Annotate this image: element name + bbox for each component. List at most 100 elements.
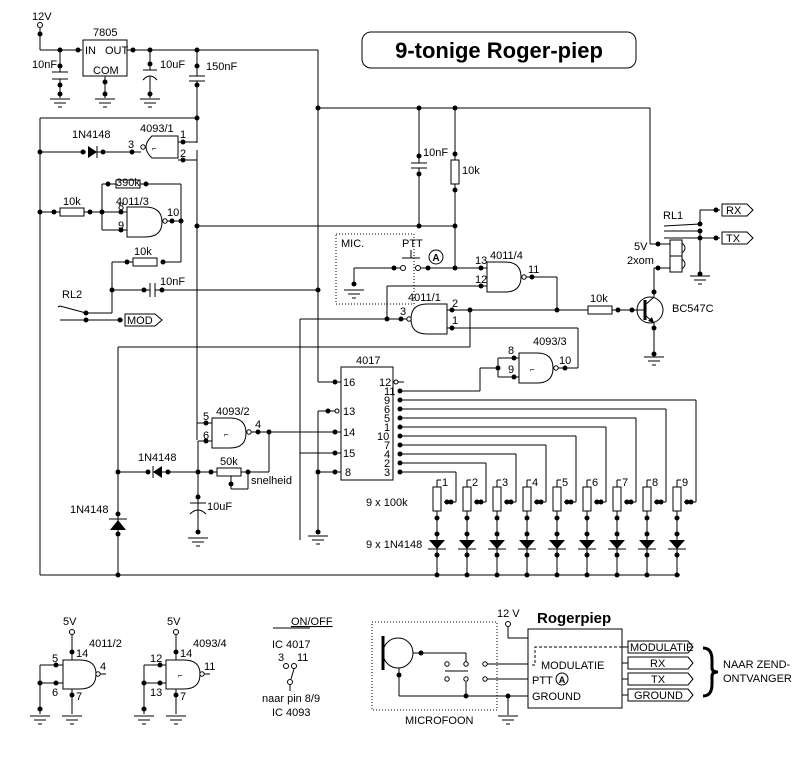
potentiometer-100k[interactable] <box>492 486 502 512</box>
output-tx[interactable] <box>627 672 694 686</box>
pot-number: 3 <box>502 477 508 489</box>
diode-icon <box>579 540 595 549</box>
resistor-10k-ptt <box>450 159 460 185</box>
ptt-section: 10nF 10k MIC. PTT A 4011/4 13 12 11 <box>335 105 558 319</box>
potentiometer-100k[interactable] <box>672 486 682 512</box>
pot-stage-2: 2 <box>397 460 487 578</box>
potentiometer-100k[interactable] <box>612 486 622 512</box>
potentiometer-100k[interactable] <box>462 486 472 512</box>
block-input-ptt: PTT <box>532 675 553 687</box>
pot-speed-label: snelheid <box>251 475 292 487</box>
ptt-switch-contact[interactable] <box>415 265 421 271</box>
pin-label: 11 <box>384 386 395 398</box>
gate-4011-1-label: 4011/1 <box>408 292 441 304</box>
potentiometer-100k[interactable] <box>522 486 532 512</box>
supply-12v-label: 12V <box>32 11 52 23</box>
mod-connector[interactable] <box>124 313 163 327</box>
output-rx[interactable] <box>627 656 694 670</box>
pin-label: 5 <box>203 411 209 423</box>
marker-a-icon <box>555 672 569 686</box>
microphone-icon <box>382 637 414 669</box>
output-ground[interactable] <box>627 688 694 702</box>
output-stage: 10k BC547C 5V 2xom RL1 RX TX <box>587 203 754 366</box>
diode-timer-label: 1N4148 <box>138 452 177 464</box>
switch-contact-3[interactable] <box>283 663 289 669</box>
pot-number: 5 <box>562 477 568 489</box>
microphone-box <box>371 621 498 711</box>
potentiometer-50k[interactable] <box>216 467 242 477</box>
pin-label: 9 <box>384 395 390 407</box>
diode-icon <box>489 540 505 549</box>
ic-4017-right-pins: 12 11 9 6 5 1 10 7 4 2 3 <box>377 377 395 479</box>
rogerpiep-block <box>527 628 623 709</box>
rx-connector[interactable] <box>721 203 754 217</box>
resistor-10k-a <box>59 207 85 217</box>
ptt-label: PTT <box>402 238 423 250</box>
block-input-modulatie: MODULATIE <box>541 660 604 672</box>
mic-label: MIC. <box>341 238 364 250</box>
gate-4093-4-label: 4093/4 <box>193 638 227 650</box>
diode-timer-icon <box>153 466 162 478</box>
regulator-com-label: COM <box>93 65 119 77</box>
output-modulatie[interactable] <box>627 640 694 654</box>
diode-icon <box>609 540 625 549</box>
rl1-spec2-label: 2xom <box>627 255 654 267</box>
svg-text:⌐: ⌐ <box>178 671 183 680</box>
pin-label: 14 <box>343 427 355 439</box>
tx-connector[interactable] <box>721 231 754 245</box>
ptt-switch-contact[interactable] <box>400 265 406 271</box>
svg-text:⌐: ⌐ <box>530 365 535 374</box>
svg-text:⌐: ⌐ <box>152 144 157 153</box>
microfoon-label: MICROFOON <box>405 715 473 727</box>
gate-4093-1-label: 4093/1 <box>140 123 174 135</box>
gate-4093-3-label: 4093/3 <box>533 336 567 348</box>
pin-label: 2 <box>452 298 458 310</box>
pot-number: 8 <box>652 477 658 489</box>
pot-stage-7: 7 <box>397 415 637 578</box>
pin-label: 10 <box>377 431 389 443</box>
pin-label: 10 <box>559 355 571 367</box>
gate-4011-3: 390k 4011/3 10 8 9 10k 10k 10nF RL2 <box>37 177 321 327</box>
tx-label: TX <box>726 233 741 245</box>
brace-line1: NAAR ZEND- <box>723 659 791 671</box>
gate-4011-2-label: 4011/2 <box>89 638 122 650</box>
potentiometer-100k[interactable] <box>582 486 592 512</box>
output-label: TX <box>651 674 666 686</box>
potentiometer-100k[interactable] <box>642 486 652 512</box>
pin-label: 15 <box>343 448 355 460</box>
pin-label: 3 <box>278 652 284 664</box>
supply-terminal[interactable] <box>37 22 43 28</box>
pot-stage-5: 5 <box>397 433 577 578</box>
pin-label: 11 <box>297 652 308 664</box>
switch-common[interactable] <box>287 679 293 685</box>
diode-icon <box>549 540 565 549</box>
diode-icon <box>519 540 535 549</box>
potentiometer-100k[interactable] <box>552 486 562 512</box>
block-diagram: MICROFOON 12 V Rogerpiep MODULATIE PTT A… <box>371 608 792 727</box>
diode-icon <box>639 540 655 549</box>
pin-label: 14 <box>76 648 88 660</box>
potentiometer-100k[interactable] <box>432 486 442 512</box>
c10nf-mod-label: 10nF <box>160 276 185 288</box>
pot-number: 9 <box>682 477 688 489</box>
pin-label: 9 <box>508 364 514 376</box>
gate-4011-1: 4011/1 3 2 1 <box>117 292 588 575</box>
pot-number: 2 <box>472 477 478 489</box>
switch-contact-11[interactable] <box>291 663 297 669</box>
pin-label: 3 <box>128 139 134 151</box>
pot-stage-4: 4 <box>397 442 547 578</box>
marker-a-text: A <box>432 253 439 264</box>
cap-elco-label: 10uF <box>160 59 185 71</box>
pin-label: 2 <box>384 458 390 470</box>
pin-label: 8 <box>118 201 124 213</box>
rx-label: RX <box>726 205 742 217</box>
regulator-out-label: OUT <box>105 45 129 57</box>
gate-4093-1: 4093/1 ⌐ 1N4148 3 1 2 <box>37 123 197 163</box>
pin-label: 3 <box>400 306 406 318</box>
regulator-name: 7805 <box>93 27 117 39</box>
output-label: MODULATIE <box>630 642 693 654</box>
pin-label: 6 <box>52 687 58 699</box>
